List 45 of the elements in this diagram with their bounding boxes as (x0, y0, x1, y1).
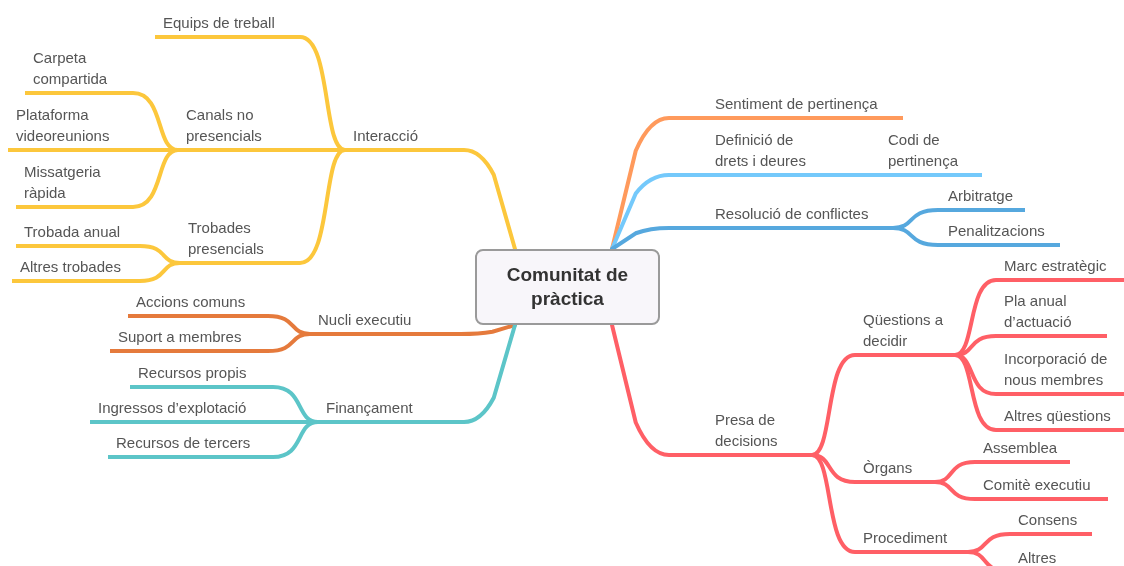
branch-connector (610, 323, 709, 457)
topic-label: Incorporació de nous membres (996, 348, 1124, 396)
topic-label: Accions comuns (128, 291, 268, 318)
topic-label: Canals no presencials (178, 104, 300, 152)
topic-label: Finançament (318, 397, 430, 424)
topic-label: Trobades presencials (180, 217, 293, 265)
topic-label: Presa de decisions (707, 409, 812, 457)
topic-label: Consens (1010, 509, 1092, 536)
topic-label: Interacció (345, 125, 430, 152)
topic-label: Recursos propis (130, 362, 268, 389)
topic-label: Marc estratègic (996, 255, 1124, 282)
topic-label: Altres (1010, 547, 1100, 566)
topic-label: Assemblea (975, 437, 1070, 464)
topic-label: Ingressos d’explotació (90, 397, 268, 424)
topic-label: Òrgans (855, 457, 935, 484)
topic-label: Altres qüestions (996, 405, 1124, 432)
branch-connector (428, 323, 517, 424)
topic-label: Qüestions a decidir (855, 309, 955, 357)
topic-label: Resolució de conflictes (707, 203, 893, 230)
branch-connector (891, 226, 942, 247)
branch-connector (138, 261, 182, 283)
topic-label: Penalitzacions (940, 220, 1060, 247)
topic-label: Altres trobades (12, 256, 140, 283)
topic-label: Procediment (855, 527, 968, 554)
topic-label: Recursos de tercers (108, 432, 268, 459)
topic-label: Carpeta compartida (25, 47, 133, 95)
topic-label: Comitè executiu (975, 474, 1108, 501)
branch-connector (610, 173, 709, 251)
topic-label: Nucli executiu (310, 309, 425, 336)
topic-label: Pla anual d’actuació (996, 290, 1107, 338)
branch-connector (828, 173, 882, 177)
topic-label: Sentiment de pertinença (707, 93, 903, 120)
topic-label: Trobada anual (16, 221, 140, 248)
topic-label: Codi de pertinença (880, 129, 982, 177)
topic-label: Missatgeria ràpida (16, 161, 133, 209)
branch-connector (933, 480, 977, 501)
topic-label: Plataforma videoreunions (8, 104, 140, 152)
branch-connector (610, 226, 709, 251)
central-topic-box: Comunitat de pràctica (475, 249, 660, 325)
topic-label: Equips de treball (155, 12, 295, 39)
topic-label: Definició de drets i deures (707, 129, 830, 177)
topic-label: Arbitratge (940, 185, 1025, 212)
branch-connector (428, 148, 517, 251)
topic-label: Suport a membres (110, 326, 268, 353)
branch-connector (266, 332, 312, 353)
